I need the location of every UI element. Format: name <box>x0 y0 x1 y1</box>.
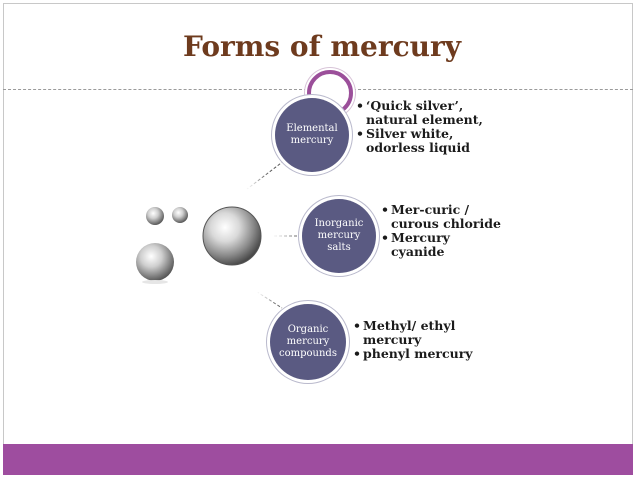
node-label-line: salts <box>327 242 351 253</box>
mercury-image <box>126 172 274 320</box>
node-label-line: Elemental <box>286 123 338 134</box>
footer-accent-bar <box>3 444 633 475</box>
node-label-line: mercury <box>286 336 330 347</box>
node-label-line: compounds <box>279 348 337 359</box>
bullets-organic-mercury-compounds: Methyl/ ethyl mercury phenyl mercury <box>353 319 493 362</box>
bullets-inorganic-mercury-salts: Mer-curic / curous chloride Mercury cyan… <box>381 203 501 259</box>
bullets-elemental-mercury: ‘Quick silver’, natural element, Silver … <box>356 99 496 155</box>
node-inorganic-mercury-salts: Inorganic mercury salts <box>302 199 376 273</box>
node-elemental-mercury: Elemental mercury <box>275 98 349 172</box>
bullet-item: Methyl/ ethyl mercury <box>353 319 493 347</box>
bullet-item: ‘Quick silver’, natural element, <box>356 99 496 127</box>
bullet-item: Mer-curic / curous chloride <box>381 203 501 231</box>
node-label-line: mercury <box>290 135 334 146</box>
title-rule-right <box>353 89 633 90</box>
bullet-item: Mercury cyanide <box>381 231 501 259</box>
mercury-droplets-picture <box>136 206 262 284</box>
node-label-line: Organic <box>287 324 329 335</box>
node-label-line: Inorganic <box>314 218 364 229</box>
bullet-item: Silver white, odorless liquid <box>356 127 496 155</box>
bullet-item: phenyl mercury <box>353 347 493 362</box>
title-rule-left <box>3 89 307 90</box>
node-label-line: mercury <box>317 230 361 241</box>
slide-title: Forms of mercury <box>183 30 462 63</box>
node-organic-mercury-compounds: Organic mercury compounds <box>270 304 346 380</box>
